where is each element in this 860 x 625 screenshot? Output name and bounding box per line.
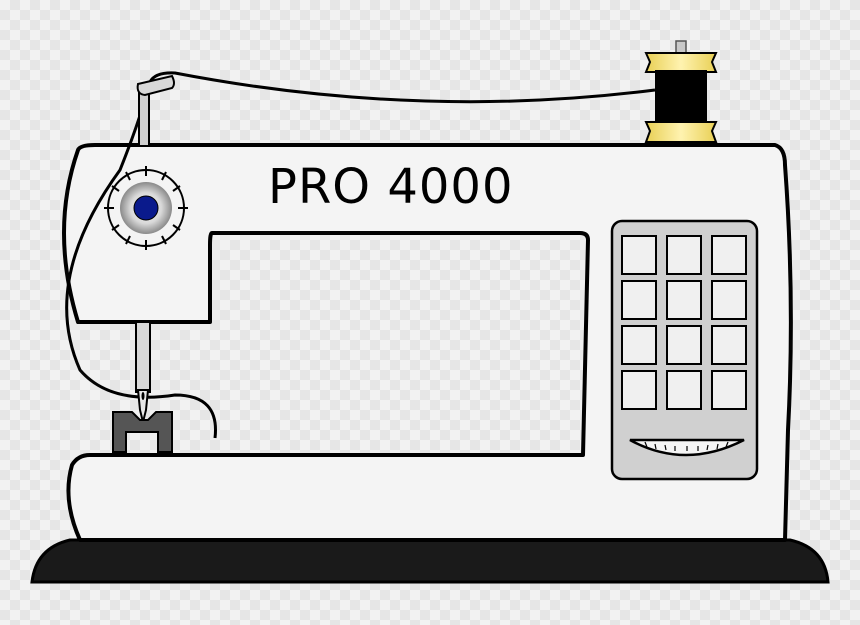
model-label: PRO 4000 — [268, 159, 514, 215]
machine-body — [62, 143, 793, 542]
presser-foot — [112, 411, 173, 453]
keypad-key[interactable] — [711, 325, 747, 365]
keypad-key[interactable] — [621, 235, 657, 275]
keypad-key[interactable] — [711, 280, 747, 320]
knob-center-icon — [133, 195, 159, 221]
stitch-dial-knob[interactable] — [104, 166, 188, 250]
speed-dial-ticks — [644, 441, 729, 451]
keypad-key[interactable] — [621, 280, 657, 320]
keypad-keys[interactable] — [621, 235, 747, 410]
needle-eye — [141, 392, 145, 400]
spool-thread — [655, 70, 707, 122]
spool-bottom-flange — [644, 121, 718, 143]
machine-base — [30, 538, 830, 584]
spool-top-flange — [644, 52, 718, 73]
keypad-key[interactable] — [666, 370, 702, 410]
needle-bar — [135, 321, 151, 393]
knob-tick-marks — [104, 166, 188, 250]
keypad-key[interactable] — [711, 235, 747, 275]
keypad-key[interactable] — [666, 325, 702, 365]
keypad-key[interactable] — [621, 370, 657, 410]
keypad-key[interactable] — [666, 280, 702, 320]
thread-guide-hook — [136, 74, 175, 97]
needle — [136, 389, 150, 423]
keypad-key[interactable] — [711, 370, 747, 410]
keypad-key[interactable] — [621, 325, 657, 365]
keypad-key[interactable] — [666, 235, 702, 275]
speed-dial[interactable] — [629, 438, 745, 457]
